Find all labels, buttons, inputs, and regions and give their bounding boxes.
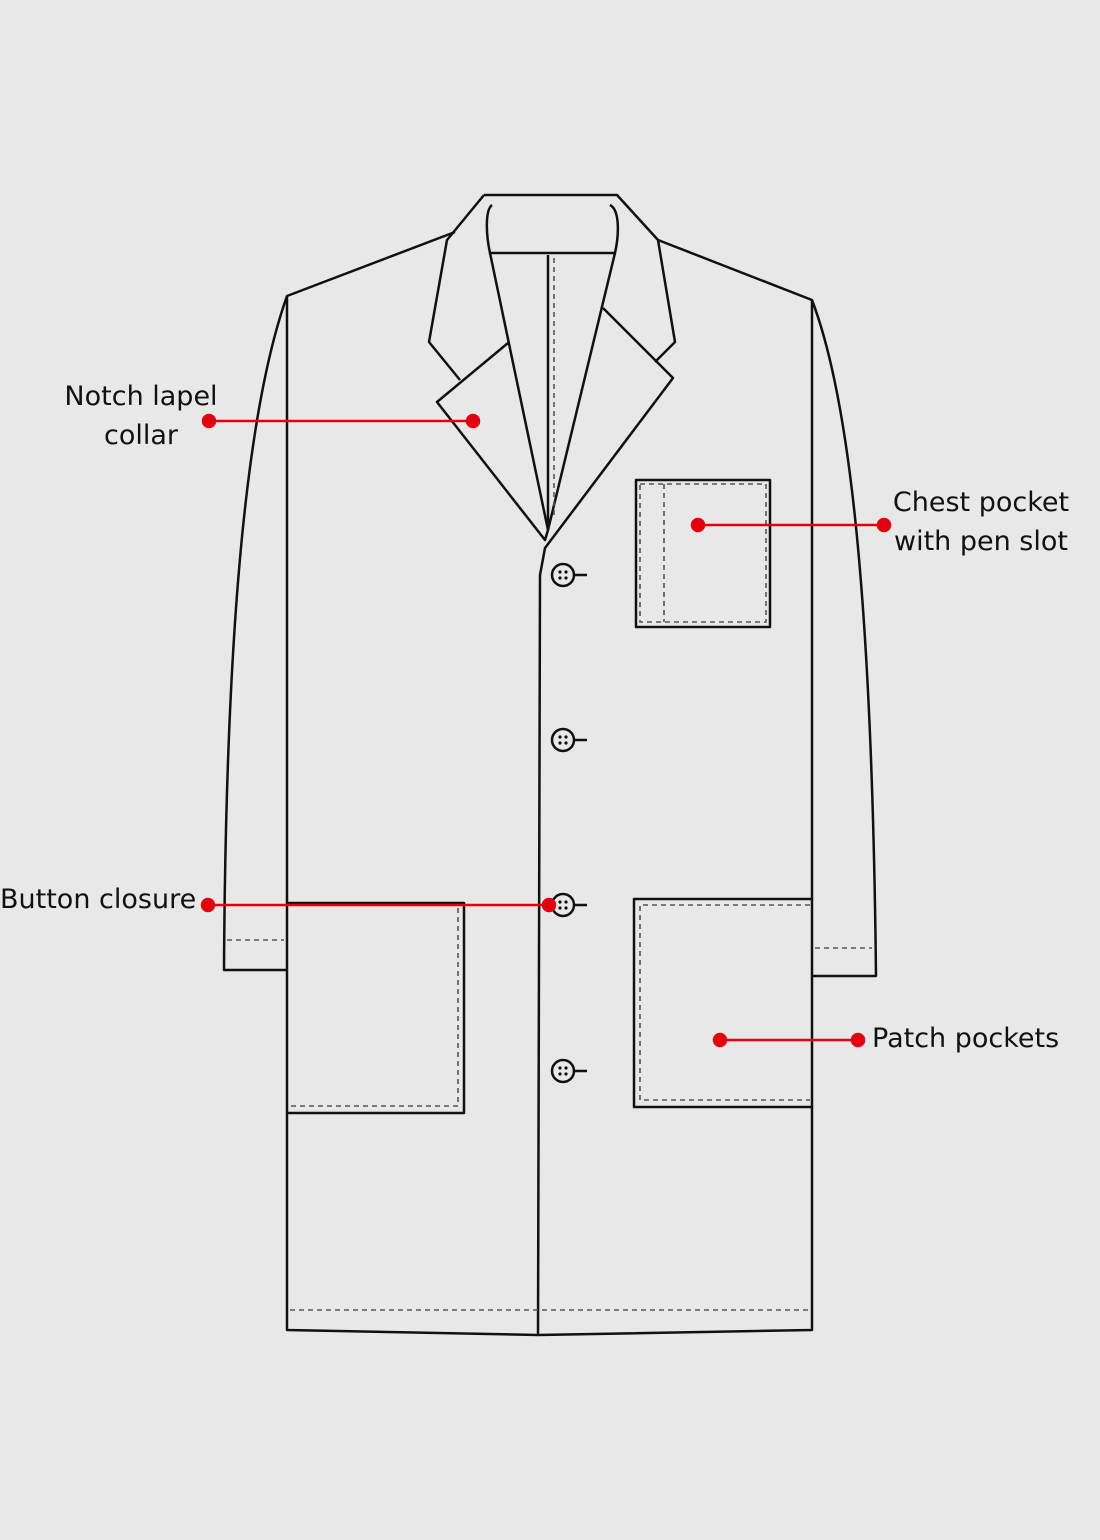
button-icon (550, 562, 587, 588)
coat-outline (222, 193, 878, 1337)
label-line: Patch pockets (872, 1023, 1060, 1054)
label-line: collar (103, 420, 178, 451)
button-holes (558, 570, 568, 1076)
callout-line-button (200, 897, 557, 913)
button-icon (550, 727, 587, 753)
label-patch-pockets: Patch pockets (872, 1019, 1059, 1058)
label-line: Button closure (0, 884, 197, 915)
label-line: Notch lapel (64, 381, 218, 412)
buttons (550, 562, 587, 1084)
label-notch-lapel-collar: Notch lapel collar (41, 377, 241, 455)
label-chest-pocket: Chest pocket with pen slot (876, 483, 1086, 561)
button-icon (550, 892, 587, 918)
callout-line-lapel (201, 413, 481, 429)
label-line: Chest pocket (892, 487, 1070, 518)
callout-line-patch-pockets (712, 1032, 866, 1048)
callout-lines (200, 413, 892, 1048)
button-icon (550, 1058, 587, 1084)
callout-line-chest-pocket (690, 517, 892, 533)
label-button-closure: Button closure (0, 880, 196, 919)
stitching (227, 258, 872, 1311)
label-line: with pen slot (894, 526, 1068, 557)
